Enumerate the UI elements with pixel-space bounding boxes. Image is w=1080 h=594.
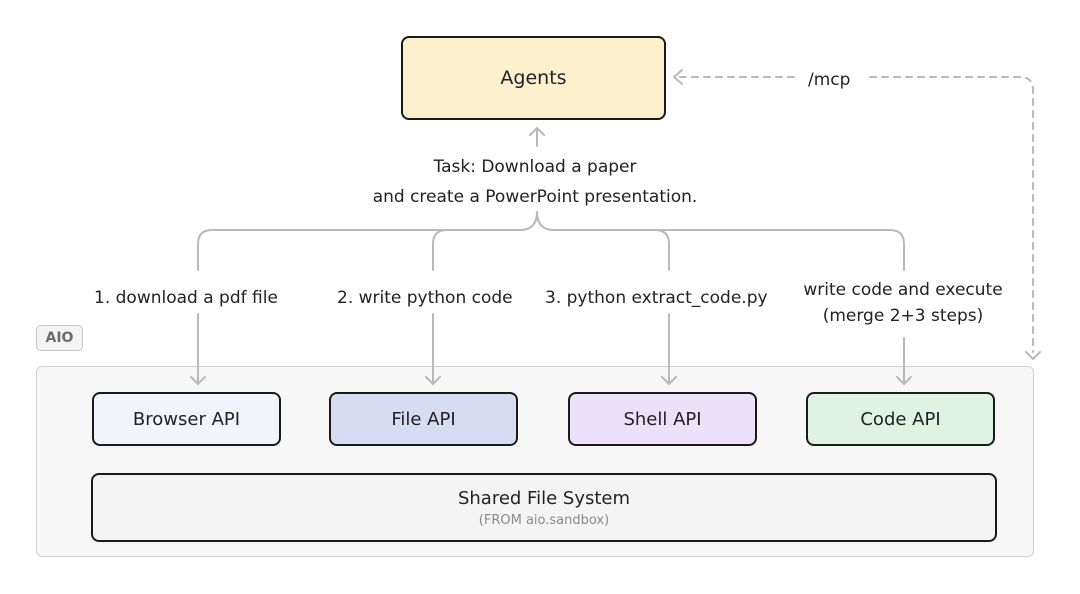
file-api-box: File API [329, 392, 518, 446]
agents-box: Agents [401, 36, 666, 120]
file-api-label: File API [391, 408, 456, 430]
agents-label: Agents [500, 67, 567, 89]
shell-api-box: Shell API [568, 392, 757, 446]
step-2-label: 2. write python code [337, 288, 513, 308]
aio-badge: AIO [36, 325, 83, 351]
task-line-2: and create a PowerPoint presentation. [372, 187, 698, 207]
brace-connector [197, 211, 905, 271]
mcp-arrowhead-agents [673, 69, 683, 85]
step-4-label: write code and execute (merge 2+3 steps) [790, 277, 1016, 329]
step-4-line-2: (merge 2+3 steps) [822, 306, 984, 326]
task-description: Task: Download a paper and create a Powe… [320, 152, 750, 212]
mcp-label: /mcp [808, 70, 851, 90]
browser-api-box: Browser API [92, 392, 281, 446]
browser-arrow [190, 313, 206, 385]
shared-file-system-box: Shared File System (FROM aio.sandbox) [91, 473, 997, 542]
mcp-dashed-right [869, 76, 1034, 353]
code-arrow [896, 337, 912, 385]
step-3-label: 3. python extract_code.py [545, 288, 768, 308]
step-1-label: 1. download a pdf file [94, 288, 278, 308]
mcp-arrowhead-sandbox [1025, 351, 1041, 360]
code-api-label: Code API [860, 408, 941, 430]
shell-api-label: Shell API [623, 408, 702, 430]
browser-api-label: Browser API [132, 408, 241, 430]
task-line-1: Task: Download a paper [433, 157, 637, 177]
shell-arrow [661, 313, 677, 385]
shared-file-system-title: Shared File System [457, 487, 631, 509]
task-arrow [529, 127, 545, 147]
step-4-line-1: write code and execute [803, 280, 1003, 300]
code-api-box: Code API [806, 392, 995, 446]
shared-file-system-subtitle: (FROM aio.sandbox) [478, 512, 610, 528]
file-arrow [425, 313, 441, 385]
